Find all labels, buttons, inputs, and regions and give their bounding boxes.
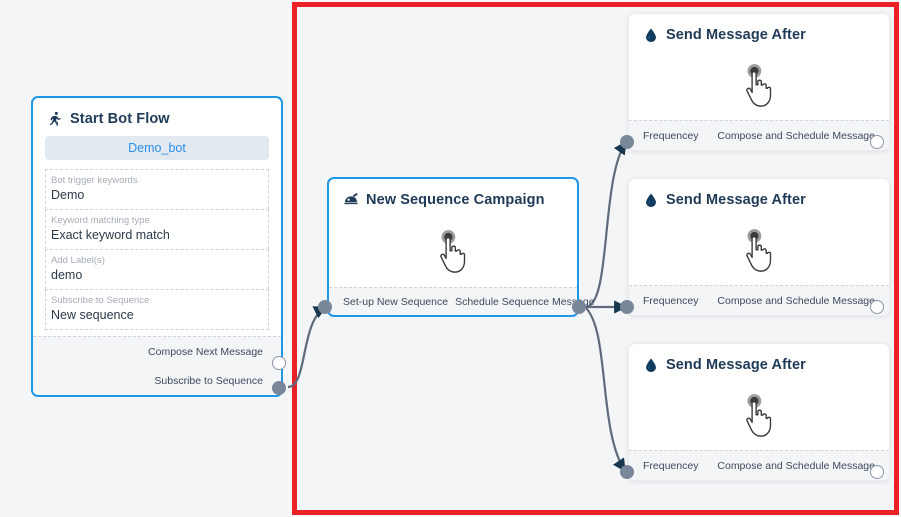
node-title: New Sequence Campaign <box>366 192 545 208</box>
node-footer: Frequencey Compose and Schedule Message <box>629 285 889 315</box>
pointing-hand-cursor <box>746 64 772 107</box>
node-new-sequence-campaign[interactable]: New Sequence Campaign Set-up New Sequenc… <box>327 177 595 317</box>
node-title: Send Message After <box>666 192 806 208</box>
node-title: Send Message After <box>666 357 806 373</box>
input-label: Frequencey <box>643 294 699 307</box>
field-bot-trigger-keywords[interactable]: Bot trigger keywords Demo <box>45 169 269 209</box>
input-label: Set-up New Sequence <box>343 295 449 308</box>
node-body <box>629 382 889 450</box>
megaphone-icon <box>344 193 358 205</box>
node-send-message-after-1[interactable]: Send Message After Frequencey Compose an… <box>628 13 890 151</box>
node-footer: Frequencey Compose and Schedule Message <box>629 120 889 150</box>
output-label: Compose and Schedule Message <box>717 129 875 142</box>
field-subscribe-to-sequence[interactable]: Subscribe to Sequence New sequence <box>45 289 269 330</box>
field-value: Demo <box>51 188 85 202</box>
cursor-slot <box>629 382 889 450</box>
node-body <box>629 217 889 285</box>
water-drop-icon <box>646 28 656 42</box>
node-title: Send Message After <box>666 27 806 43</box>
port-compose-and-schedule-message-2[interactable] <box>870 300 884 314</box>
node-header: Start Bot Flow <box>33 98 281 136</box>
output-row-subscribe-to-sequence[interactable]: Subscribe to Sequence <box>33 366 281 395</box>
port-compose-next-message[interactable] <box>272 356 286 370</box>
port-setup-new-sequence[interactable] <box>318 300 332 314</box>
node-header: New Sequence Campaign <box>329 179 577 217</box>
output-label: Compose and Schedule Message <box>717 294 875 307</box>
cursor-slot <box>329 217 577 287</box>
node-footer: Set-up New Sequence Schedule Sequence Me… <box>329 287 595 315</box>
port-compose-and-schedule-message-1[interactable] <box>870 135 884 149</box>
output-label: Schedule Sequence Message <box>455 295 595 308</box>
port-frequencey-1[interactable] <box>620 135 634 149</box>
output-row-compose-next-message[interactable]: Compose Next Message <box>33 337 281 366</box>
input-label: Frequencey <box>643 129 699 142</box>
port-schedule-sequence-message[interactable] <box>572 300 586 314</box>
output-label: Compose Next Message <box>148 345 263 358</box>
node-header: Send Message After <box>629 179 889 217</box>
field-value: demo <box>51 268 83 282</box>
bot-chip[interactable]: Demo_bot <box>45 136 269 160</box>
field-label: Add Label(s) <box>51 255 105 266</box>
water-drop-icon <box>646 358 656 372</box>
port-row[interactable]: Set-up New Sequence Schedule Sequence Me… <box>329 288 595 315</box>
port-frequencey-3[interactable] <box>620 465 634 479</box>
field-value: New sequence <box>51 308 134 322</box>
pointing-hand-cursor <box>440 230 466 273</box>
field-label: Bot trigger keywords <box>51 175 138 186</box>
input-label: Frequencey <box>643 459 699 472</box>
field-value: Exact keyword match <box>51 228 170 242</box>
node-start-bot-flow[interactable]: Start Bot Flow Demo_bot Bot trigger keyw… <box>31 96 283 397</box>
pointing-hand-cursor <box>746 229 772 272</box>
node-header: Send Message After <box>629 14 889 52</box>
port-row[interactable]: Frequencey Compose and Schedule Message <box>629 121 889 150</box>
field-add-labels[interactable]: Add Label(s) demo <box>45 249 269 289</box>
node-footer: Frequencey Compose and Schedule Message <box>629 450 889 480</box>
running-person-icon <box>49 111 61 126</box>
field-keyword-matching-type[interactable]: Keyword matching type Exact keyword matc… <box>45 209 269 249</box>
node-body <box>329 217 577 287</box>
water-drop-icon <box>646 193 656 207</box>
port-compose-and-schedule-message-3[interactable] <box>870 465 884 479</box>
node-body <box>629 52 889 120</box>
field-list: Bot trigger keywords Demo Keyword matchi… <box>45 169 269 330</box>
pointing-hand-cursor <box>746 394 772 437</box>
output-label: Compose and Schedule Message <box>717 459 875 472</box>
port-row[interactable]: Frequencey Compose and Schedule Message <box>629 451 889 480</box>
node-send-message-after-3[interactable]: Send Message After Frequencey Compose an… <box>628 343 890 481</box>
port-subscribe-to-sequence[interactable] <box>272 381 286 395</box>
cursor-slot <box>629 217 889 285</box>
node-header: Send Message After <box>629 344 889 382</box>
port-row[interactable]: Frequencey Compose and Schedule Message <box>629 286 889 315</box>
node-footer: Compose Next Message Subscribe to Sequen… <box>33 336 281 395</box>
field-label: Subscribe to Sequence <box>51 295 150 306</box>
output-label: Subscribe to Sequence <box>154 374 263 387</box>
port-frequencey-2[interactable] <box>620 300 634 314</box>
node-title: Start Bot Flow <box>70 111 170 127</box>
cursor-slot <box>629 52 889 120</box>
node-send-message-after-2[interactable]: Send Message After Frequencey Compose an… <box>628 178 890 316</box>
field-label: Keyword matching type <box>51 215 150 226</box>
